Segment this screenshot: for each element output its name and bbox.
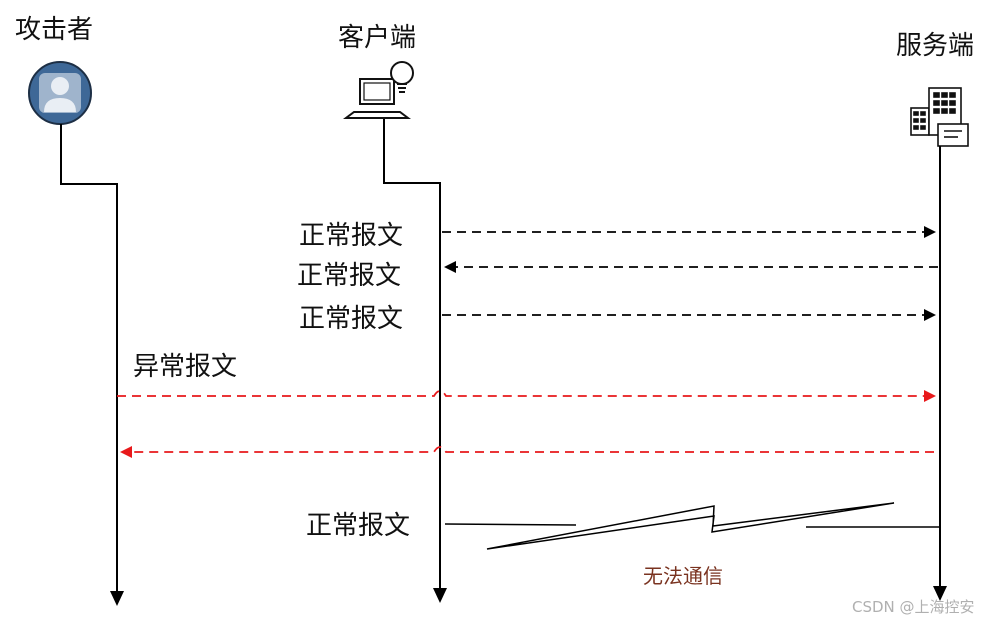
client-lifeline-arrowhead — [433, 588, 447, 603]
attacker-lifeline — [60, 124, 118, 593]
break-caption: 无法通信 — [643, 564, 723, 588]
server-building-icon — [910, 87, 969, 147]
message-3-label: 正常报文 — [299, 304, 403, 334]
server-title: 服务端 — [896, 31, 974, 61]
message-6-segment-left — [444, 523, 577, 526]
attacker-title: 攻击者 — [15, 15, 93, 45]
lightning-break-icon — [486, 502, 895, 550]
message-2-label: 正常报文 — [297, 261, 401, 291]
message-6-label: 正常报文 — [306, 511, 410, 541]
attacker-lifeline-arrowhead — [110, 591, 124, 606]
user-avatar-icon — [28, 61, 92, 125]
watermark: CSDN @上海控安 — [852, 598, 975, 616]
server-lifeline-arrowhead — [933, 586, 947, 601]
client-lifeline — [383, 119, 441, 590]
message-1-label: 正常报文 — [299, 221, 403, 251]
message-5-arrow — [120, 446, 934, 458]
laptop-lightbulb-icon — [343, 61, 414, 119]
client-title: 客户端 — [338, 23, 416, 53]
message-4-label: 异常报文 — [133, 352, 237, 382]
message-4-arrow — [117, 390, 936, 402]
